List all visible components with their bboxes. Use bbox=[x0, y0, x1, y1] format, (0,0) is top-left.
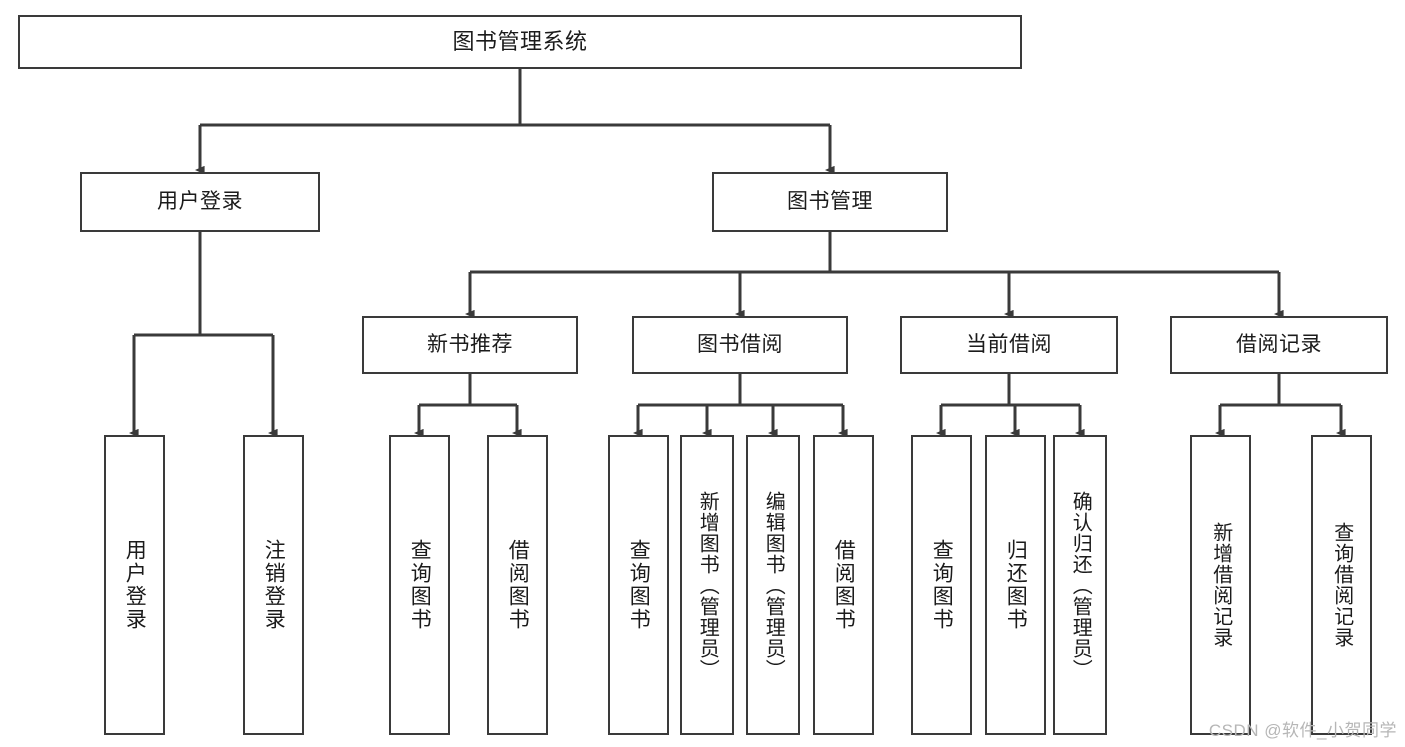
node-current-borrow-label: 当前借阅 bbox=[966, 333, 1052, 357]
node-leaf-add-borrow-record[interactable]: 新增借阅记录 bbox=[1190, 435, 1251, 735]
node-leaf-borrow-book-rec-label: 借阅图书 bbox=[506, 539, 530, 631]
node-leaf-query-book-current-label: 查询图书 bbox=[930, 539, 954, 631]
node-leaf-return-book-label: 归还图书 bbox=[1004, 539, 1028, 631]
node-leaf-query-borrow-record-label: 查询借阅记录 bbox=[1330, 522, 1353, 648]
node-book-management-label: 图书管理 bbox=[787, 190, 873, 214]
node-leaf-query-borrow-record[interactable]: 查询借阅记录 bbox=[1311, 435, 1372, 735]
node-book-borrow[interactable]: 图书借阅 bbox=[632, 316, 848, 374]
node-leaf-query-book-rec[interactable]: 查询图书 bbox=[389, 435, 450, 735]
node-leaf-query-book-borrow[interactable]: 查询图书 bbox=[608, 435, 669, 735]
node-leaf-confirm-return[interactable]: 确认归还（管理员） bbox=[1053, 435, 1107, 735]
node-leaf-edit-book-label: 编辑图书（管理员） bbox=[762, 490, 785, 680]
node-leaf-borrow-book[interactable]: 借阅图书 bbox=[813, 435, 874, 735]
node-leaf-query-book-rec-label: 查询图书 bbox=[408, 539, 432, 631]
node-leaf-borrow-book-rec[interactable]: 借阅图书 bbox=[487, 435, 548, 735]
node-leaf-return-book[interactable]: 归还图书 bbox=[985, 435, 1046, 735]
node-leaf-user-logout[interactable]: 注销登录 bbox=[243, 435, 304, 735]
node-leaf-add-borrow-record-label: 新增借阅记录 bbox=[1209, 522, 1232, 648]
node-current-borrow[interactable]: 当前借阅 bbox=[900, 316, 1118, 374]
node-book-management[interactable]: 图书管理 bbox=[712, 172, 948, 232]
node-root[interactable]: 图书管理系统 bbox=[18, 15, 1022, 69]
node-leaf-borrow-book-label: 借阅图书 bbox=[832, 539, 856, 631]
node-borrow-records-label: 借阅记录 bbox=[1236, 333, 1322, 357]
node-leaf-add-book-label: 新增图书（管理员） bbox=[696, 490, 719, 680]
node-leaf-edit-book[interactable]: 编辑图书（管理员） bbox=[746, 435, 800, 735]
node-user-login-label: 用户登录 bbox=[157, 190, 243, 214]
node-book-borrow-label: 图书借阅 bbox=[697, 333, 783, 357]
node-user-login[interactable]: 用户登录 bbox=[80, 172, 320, 232]
node-leaf-query-book-borrow-label: 查询图书 bbox=[627, 539, 651, 631]
node-leaf-user-login-label: 用户登录 bbox=[123, 539, 147, 631]
node-leaf-user-login[interactable]: 用户登录 bbox=[104, 435, 165, 735]
node-new-book-recommend-label: 新书推荐 bbox=[427, 333, 513, 357]
node-borrow-records[interactable]: 借阅记录 bbox=[1170, 316, 1388, 374]
node-leaf-add-book[interactable]: 新增图书（管理员） bbox=[680, 435, 734, 735]
watermark: CSDN @软件_小贺同学 bbox=[1208, 721, 1397, 740]
node-new-book-recommend[interactable]: 新书推荐 bbox=[362, 316, 578, 374]
node-leaf-user-logout-label: 注销登录 bbox=[262, 539, 286, 631]
node-leaf-query-book-current[interactable]: 查询图书 bbox=[911, 435, 972, 735]
node-leaf-confirm-return-label: 确认归还（管理员） bbox=[1069, 490, 1092, 680]
node-root-label: 图书管理系统 bbox=[452, 28, 588, 54]
